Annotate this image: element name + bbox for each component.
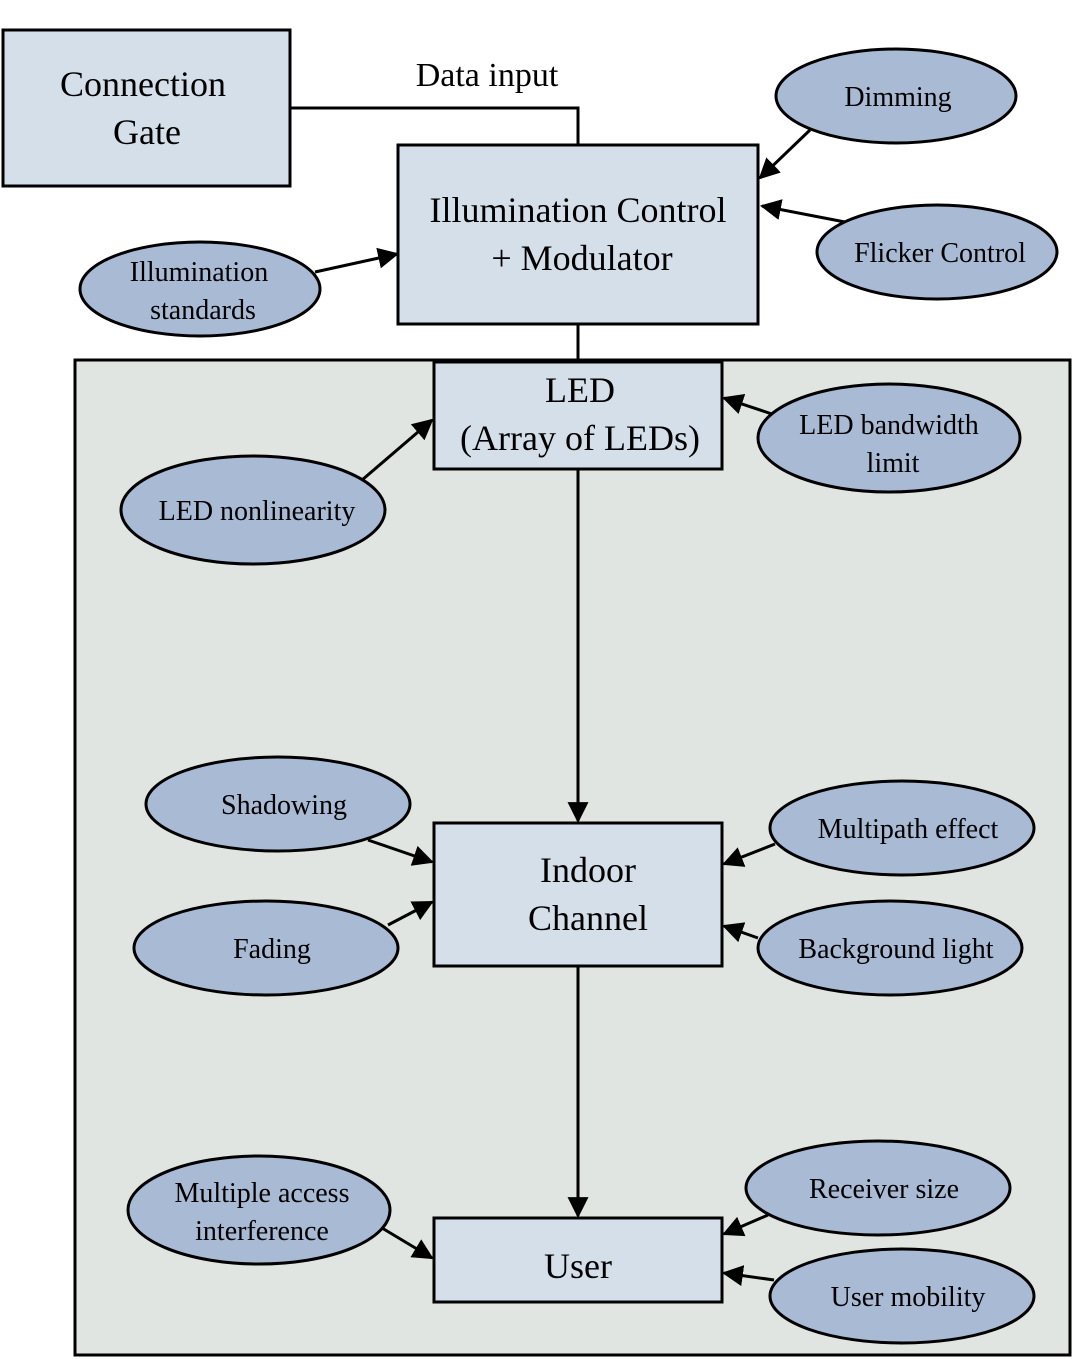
receiver-size-ellipse: Receiver size [744, 1139, 1012, 1237]
shadowing-ellipse: Shadowing [144, 755, 412, 853]
led-bandwidth-limit-ellipse: LED bandwidth limit [756, 382, 1022, 494]
multiple-access-interference-arrow [381, 1226, 434, 1260]
user-label: User [544, 1246, 612, 1286]
multiple-access-interference-label-line2: interference [195, 1216, 329, 1247]
multiple-access-interference-ellipse: Multiple access interference [126, 1154, 392, 1266]
led-nonlinearity-label: LED nonlinearity [159, 496, 356, 527]
user-mobility-ellipse: User mobility [768, 1247, 1036, 1345]
background-light-ellipse: Background light [756, 899, 1024, 997]
dimming-ellipse: Dimming [774, 47, 1018, 145]
led-nonlinearity-arrow [361, 418, 434, 482]
dimming-arrow [758, 128, 812, 180]
receiver-size-arrow [722, 1213, 769, 1237]
connection-gate-box: Connection Gate [1, 28, 292, 188]
multipath-effect-arrow [722, 842, 776, 867]
background-light-arrow [722, 922, 759, 943]
indoor-channel-label-line2: Channel [528, 898, 648, 938]
background-light-label: Background light [798, 934, 993, 965]
fading-label: Fading [233, 934, 311, 965]
shadowing-arrow [367, 838, 434, 866]
user-box: User [432, 1216, 724, 1304]
illumination-standards-ellipse: Illumination standards [78, 240, 322, 338]
fading-arrow [387, 900, 434, 927]
connection-gate-label-line2: Gate [113, 112, 181, 152]
illumination-control-label-line2: + Modulator [491, 238, 672, 278]
multipath-effect-ellipse: Multipath effect [768, 779, 1036, 877]
illumination-control-label-line1: Illumination Control [430, 190, 727, 230]
flicker-control-label: Flicker Control [854, 238, 1026, 269]
shadowing-label: Shadowing [221, 790, 347, 821]
led-bandwidth-limit-arrow [722, 394, 773, 416]
user-mobility-arrow [721, 1265, 775, 1287]
fading-ellipse: Fading [132, 899, 400, 997]
receiver-size-label: Receiver size [809, 1174, 959, 1205]
multipath-effect-label: Multipath effect [818, 814, 999, 845]
dimming-label: Dimming [844, 82, 951, 113]
connection-gate-label-line1: Connection [60, 64, 226, 104]
data-input-label: Data input [416, 57, 559, 94]
led-box: LED (Array of LEDs) [432, 360, 724, 471]
illumination-control-box: Illumination Control + Modulator [396, 143, 760, 326]
led-bandwidth-limit-label-line1: LED bandwidth [799, 410, 979, 441]
flicker-control-arrow [759, 199, 846, 224]
indoor-channel-label-line1: Indoor [540, 850, 636, 890]
led-label-line1: LED [545, 370, 615, 410]
illumination-standards-label-line2: standards [150, 295, 256, 326]
user-mobility-label: User mobility [831, 1282, 986, 1313]
illumination-standards-label-line1: Illumination [130, 257, 268, 288]
led-bandwidth-limit-label-line2: limit [867, 448, 920, 479]
multiple-access-interference-label-line1: Multiple access [175, 1178, 350, 1209]
flicker-control-ellipse: Flicker Control [815, 203, 1059, 301]
led-nonlinearity-ellipse: LED nonlinearity [119, 454, 387, 566]
indoor-channel-box: Indoor Channel [432, 821, 724, 968]
led-label-line2: (Array of LEDs) [460, 418, 700, 458]
illumination-standards-arrow [314, 247, 400, 274]
data-input-line [290, 106, 580, 145]
